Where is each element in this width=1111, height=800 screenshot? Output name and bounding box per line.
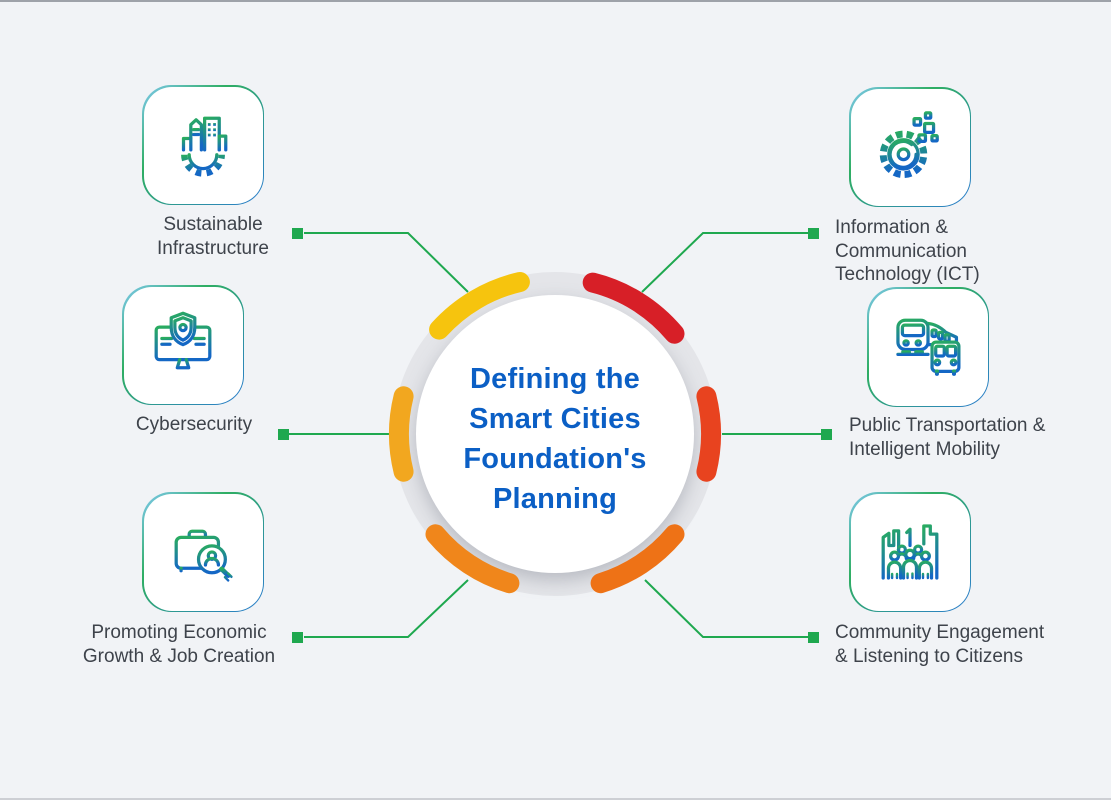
connector-ict <box>641 232 808 293</box>
diagram-title: Defining the Smart Cities Foundation's P… <box>463 363 647 515</box>
connector-community-engagement <box>644 579 808 638</box>
connector-economic-growth <box>304 579 469 638</box>
arc-segment-vermilion <box>696 386 722 482</box>
card-inner <box>850 88 970 206</box>
train-bus-icon <box>896 318 961 376</box>
card-ict <box>849 87 971 207</box>
label-sustainable-infrastructure: Sustainable Infrastructure <box>157 214 269 259</box>
card-inner <box>143 86 263 204</box>
connector-marker-economic-growth <box>292 632 303 643</box>
connector-marker-ict <box>808 228 819 239</box>
arc-segment-yellow <box>429 272 530 340</box>
connector-marker-community-engagement <box>808 632 819 643</box>
gear-pixels-icon <box>879 111 939 179</box>
label-community-engagement: Community Engagement & Listening to Citi… <box>835 622 1045 667</box>
buildings-gear-icon <box>175 116 231 177</box>
people-city-icon <box>880 524 940 580</box>
card-inner <box>850 493 970 611</box>
arc-segment-orange-light <box>425 524 520 594</box>
shield-monitor-icon <box>154 311 212 371</box>
connector-sustainable-infrastructure <box>304 232 469 293</box>
label-ict: Information & Communication Technology (… <box>835 217 980 285</box>
central-circle <box>388 272 722 596</box>
arc-segment-amber <box>388 386 414 482</box>
card-inner <box>123 286 243 404</box>
connector-marker-public-transportation <box>821 429 832 440</box>
label-economic-growth: Promoting Economic Growth & Job Creation <box>82 622 276 667</box>
connectors <box>278 228 832 643</box>
card-inner <box>868 288 988 406</box>
label-public-transportation: Public Transportation & Intelligent Mobi… <box>849 415 1046 460</box>
card-inner <box>143 493 263 611</box>
connector-marker-sustainable-infrastructure <box>292 228 303 239</box>
arc-segment-red <box>582 272 685 344</box>
white-circle <box>416 295 694 573</box>
card-cybersecurity <box>122 285 244 405</box>
card-public-transportation <box>867 287 989 407</box>
briefcase-magnifier-icon <box>174 529 233 582</box>
card-economic-growth <box>142 492 264 612</box>
card-community-engagement <box>849 492 971 612</box>
connector-marker-cybersecurity <box>278 429 289 440</box>
label-cybersecurity: Cybersecurity <box>135 414 253 435</box>
card-sustainable-infrastructure <box>142 85 264 205</box>
arc-segment-orange <box>590 524 685 594</box>
